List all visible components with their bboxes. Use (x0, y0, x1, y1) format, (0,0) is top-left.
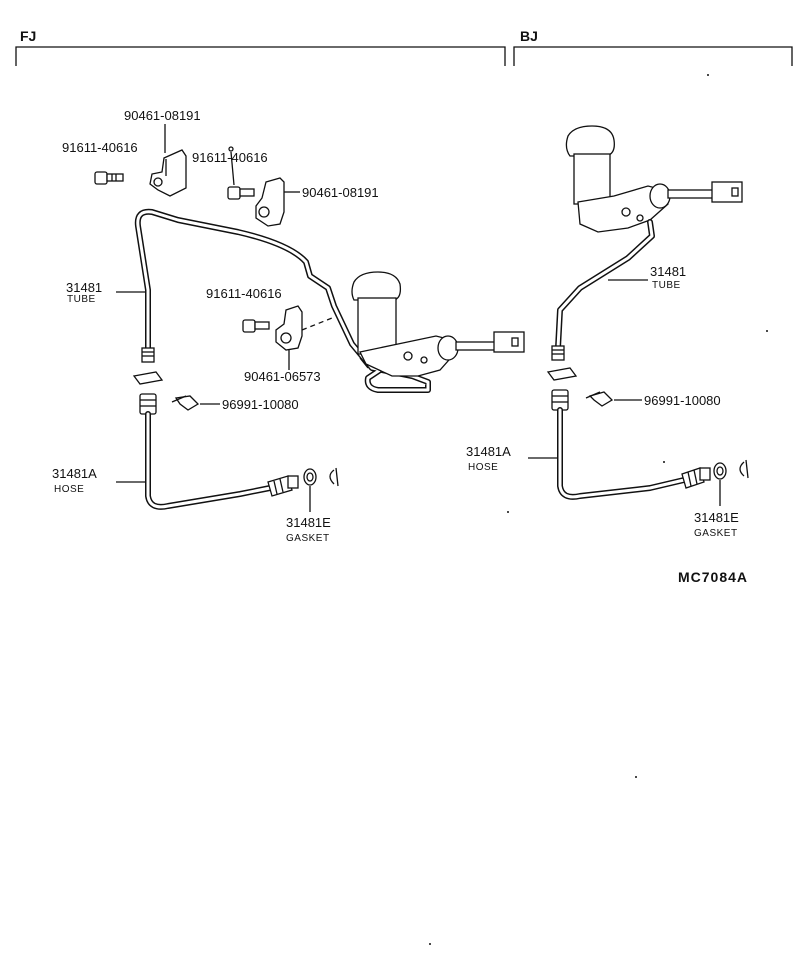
fj-bolt-top-left (94, 171, 124, 185)
bj-clip-plate (546, 367, 578, 381)
fj-clip-plate (132, 371, 164, 385)
bj-master-cylinder (565, 125, 743, 233)
fj-bracket-mid-no: 90461-06573 (244, 369, 321, 384)
fj-gasket (303, 467, 339, 487)
bj-clip (585, 391, 614, 407)
fj-bolt-top-left-no: 91611-40616 (62, 140, 138, 155)
fj-clip (171, 395, 200, 411)
bj-tube-no: 31481 (650, 264, 686, 279)
fj-gasket-no: 31481E (286, 515, 331, 530)
fj-bolt-mid (242, 319, 270, 333)
fj-dashed-guide (301, 317, 333, 331)
section-bj-header: BJ (513, 28, 793, 66)
section-fj-label: FJ (20, 28, 36, 44)
fj-tube-name: TUBE (67, 294, 96, 305)
fj-bracket-top-left (149, 149, 187, 197)
bj-tube-name: TUBE (652, 280, 681, 291)
fj-bolt-top-mid (227, 186, 255, 200)
bj-gasket (713, 459, 749, 480)
section-bj-bracket (513, 46, 793, 66)
bj-hose (551, 389, 711, 500)
bj-clip-no: 96991-10080 (644, 393, 721, 408)
fj-hose-name: HOSE (54, 484, 84, 495)
fj-tube-no: 31481 (66, 280, 102, 295)
bj-gasket-no: 31481E (694, 510, 739, 525)
scan-specks (429, 74, 768, 945)
figure-code: MC7084A (678, 569, 748, 585)
bj-assembly: 31481 TUBE 96991-10080 31481A HOSE (466, 125, 749, 539)
fj-bracket-top-left-no: 90461-08191 (124, 108, 201, 123)
fj-bolt-top-mid-no: 91611-40616 (192, 150, 268, 165)
bj-gasket-name: GASKET (694, 528, 738, 539)
fj-clip-no: 96991-10080 (222, 397, 299, 412)
fj-bracket-top-mid (255, 177, 285, 227)
section-fj-header: FJ (15, 28, 506, 66)
fj-bracket-mid (275, 305, 303, 351)
fj-gasket-name: GASKET (286, 533, 330, 544)
bj-hose-name: HOSE (468, 462, 498, 473)
fj-hose-no: 31481A (52, 466, 97, 481)
fj-leader-bolt-top-mid (230, 151, 235, 186)
fj-tube (134, 208, 431, 393)
bj-hose-no: 31481A (466, 444, 511, 459)
fj-bolt-mid-no: 91611-40616 (206, 286, 282, 301)
fj-bracket-top-mid-no: 90461-08191 (302, 185, 379, 200)
fj-hose (139, 393, 299, 510)
section-fj-bracket (15, 46, 506, 66)
fj-assembly: 91611-40616 90461-08191 91611-40616 9046… (52, 108, 525, 544)
section-bj-label: BJ (520, 28, 538, 44)
fj-master-cylinder (351, 271, 525, 377)
bj-tube (551, 219, 655, 361)
